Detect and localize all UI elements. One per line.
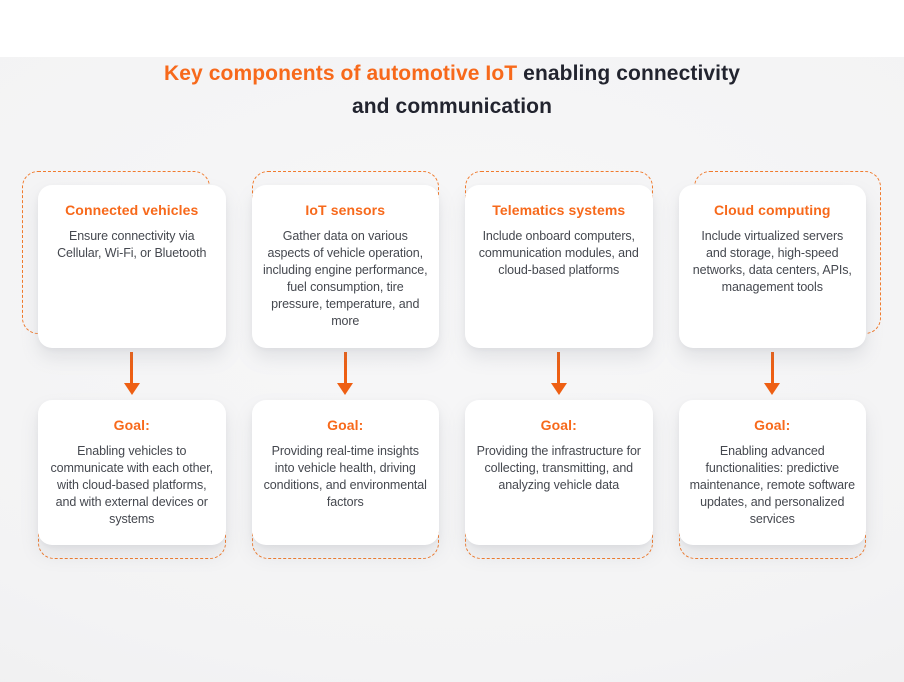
arrow-shaft [557, 352, 561, 384]
goal-card-wrap: Goal: Providing the infrastructure for c… [465, 400, 653, 559]
component-description: Include onboard computers, communication… [478, 229, 639, 277]
title-line2: and communication [351, 95, 553, 118]
down-arrow-icon [252, 348, 440, 400]
component-card: IoT sensors Gather data on various aspec… [251, 185, 439, 348]
arrow-shaft [343, 352, 347, 384]
component-card-wrap: Cloud computing Include virtualized serv… [678, 171, 881, 348]
goal-label: Goal: [754, 417, 791, 433]
goal-description: Providing the infrastructure for collect… [476, 444, 641, 492]
down-arrow-icon [679, 348, 867, 400]
page-title: Key components of automotive IoT enablin… [102, 57, 802, 123]
component-card: Connected vehicles Ensure connectivity v… [38, 185, 226, 348]
arrow-head [123, 383, 140, 395]
goal-description: Enabling vehicles to communicate with ea… [50, 444, 214, 526]
goal-label: Goal: [113, 417, 150, 433]
component-card: Telematics systems Include onboard compu… [465, 185, 653, 348]
down-arrow-icon [38, 348, 226, 400]
column-cloud-computing: Cloud computing Include virtualized serv… [678, 171, 881, 559]
component-card-wrap: Telematics systems Include onboard compu… [465, 171, 653, 348]
column-telematics-systems: Telematics systems Include onboard compu… [465, 171, 653, 559]
component-card-wrap: Connected vehicles Ensure connectivity v… [22, 171, 226, 348]
goal-label: Goal: [540, 417, 577, 433]
goal-card-wrap: Goal: Enabling advanced functionalities:… [678, 400, 866, 559]
goal-description: Providing real-time insights into vehicl… [263, 444, 427, 509]
component-title: Cloud computing [713, 202, 831, 218]
goal-card: Goal: Providing the infrastructure for c… [465, 400, 653, 545]
component-description: Ensure connectivity via Cellular, Wi-Fi,… [57, 229, 207, 260]
component-description: Gather data on various aspects of vehicl… [262, 229, 428, 328]
goal-card-wrap: Goal: Providing real-time insights into … [251, 400, 439, 559]
down-arrow-icon [465, 348, 653, 400]
component-card-wrap: IoT sensors Gather data on various aspec… [251, 171, 439, 348]
component-description: Include virtualized servers and storage,… [692, 229, 852, 294]
column-connected-vehicles: Connected vehicles Ensure connectivity v… [22, 171, 226, 559]
arrow-head [337, 383, 354, 395]
goal-description: Enabling advanced functionalities: predi… [689, 444, 855, 526]
goal-card-wrap: Goal: Enabling vehicles to communicate w… [38, 400, 226, 559]
goal-card: Goal: Enabling vehicles to communicate w… [38, 400, 226, 545]
title-line1: Key components of automotive IoT enablin… [164, 62, 740, 85]
component-title: IoT sensors [305, 202, 386, 218]
infographic-canvas: Key components of automotive IoT enablin… [0, 57, 904, 682]
title-rest: enabling connectivity [517, 62, 740, 85]
goal-label: Goal: [327, 417, 364, 433]
column-iot-sensors: IoT sensors Gather data on various aspec… [251, 171, 440, 559]
component-title: Connected vehicles [65, 202, 199, 218]
arrow-shaft [130, 352, 134, 384]
arrow-head [764, 383, 781, 395]
component-title: Telematics systems [492, 202, 626, 218]
goal-card: Goal: Providing real-time insights into … [251, 400, 439, 545]
component-card: Cloud computing Include virtualized serv… [678, 185, 866, 348]
goal-card: Goal: Enabling advanced functionalities:… [678, 400, 866, 545]
columns-grid: Connected vehicles Ensure connectivity v… [22, 171, 881, 559]
arrow-head [550, 383, 567, 395]
arrow-shaft [770, 352, 774, 384]
title-highlight: Key components of automotive IoT [164, 62, 518, 85]
